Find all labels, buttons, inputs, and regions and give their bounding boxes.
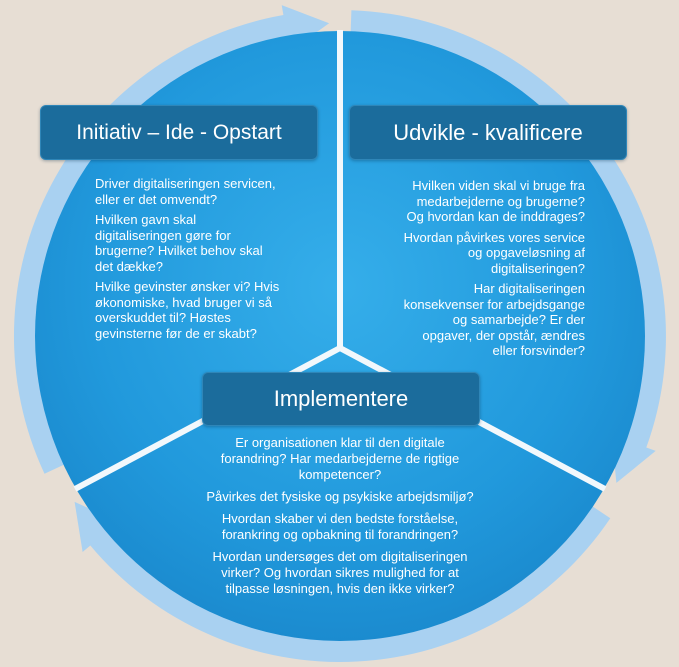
question: Hvilke gevinster ønsker vi? Hvis økonomi…: [95, 279, 280, 341]
questions-udvikle: Hvilken viden skal vi bruge fra medarbej…: [404, 178, 585, 364]
segment-title-udvikle: Udvikle - kvalificere: [349, 105, 627, 160]
question: Hvordan skaber vi den bedste forståelse,…: [221, 511, 459, 542]
segment-title-implementere: Implementere: [202, 372, 480, 426]
questions-initiativ: Driver digitaliseringen servicen, eller …: [95, 176, 279, 346]
questions-implementere: Er organisationen klar til den digitale …: [140, 435, 540, 603]
question: Hvilken gavn skal digitaliseringen gøre …: [95, 212, 263, 274]
question: Hvordan undersøges det om digitalisering…: [212, 549, 468, 596]
segment-title-initiativ: Initiativ – Ide - Opstart: [40, 105, 318, 160]
question: Har digitaliseringen konsekvenser for ar…: [403, 281, 585, 358]
question: Hvilken viden skal vi bruge fra medarbej…: [406, 178, 585, 224]
question: Driver digitaliseringen servicen, eller …: [95, 176, 276, 207]
question: Påvirkes det fysiske og psykiske arbejds…: [206, 489, 474, 504]
ring-arrow-to-initiativ: [74, 501, 611, 662]
ring-arrow-to-udvikle: [13, 5, 330, 474]
question: Hvordan påvirkes vores service og opgave…: [403, 229, 585, 276]
question: Er organisationen klar til den digitale …: [220, 435, 460, 482]
